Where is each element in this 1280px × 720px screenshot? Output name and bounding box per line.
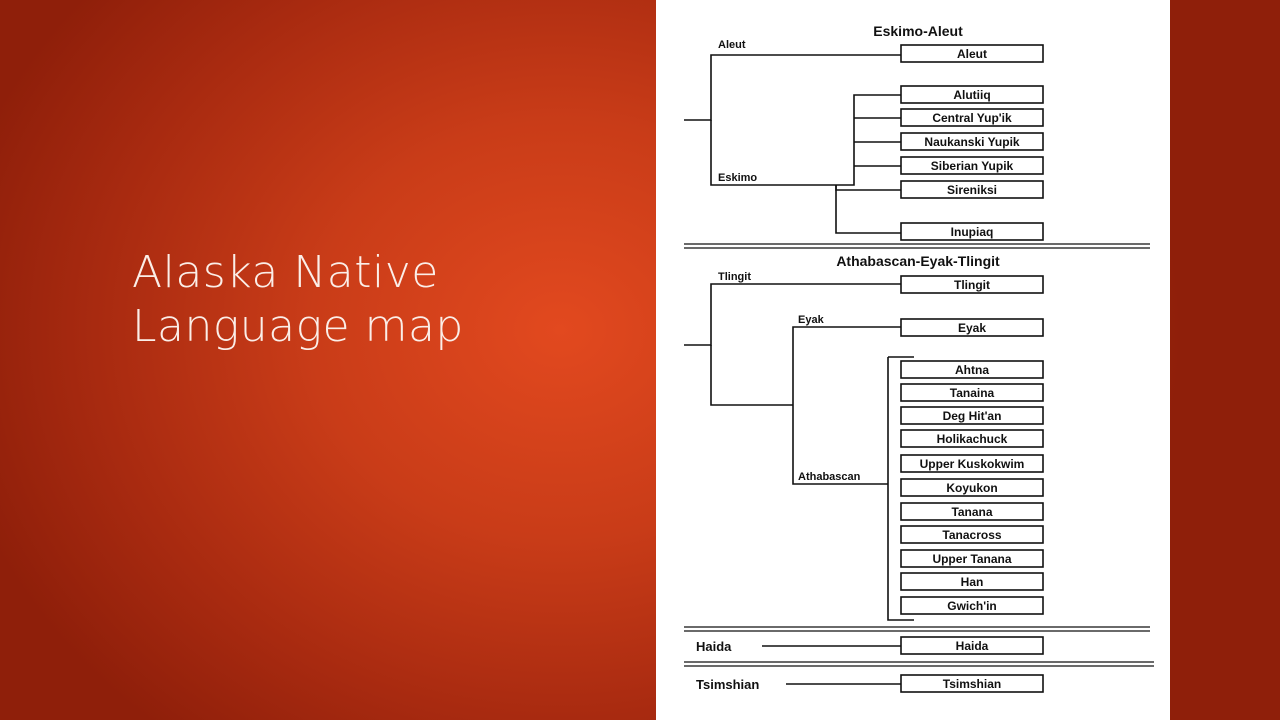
language-node-tanacross: Tanacross — [900, 525, 1044, 544]
branch-label-eyak: Eyak — [798, 314, 825, 326]
language-label: Ahtna — [955, 363, 989, 377]
language-node-central-yupik: Central Yup'ik — [900, 108, 1044, 127]
language-node-ahtna: Ahtna — [900, 360, 1044, 379]
language-label: Han — [961, 575, 984, 589]
language-node-holikachuck: Holikachuck — [900, 429, 1044, 448]
language-label: Eyak — [958, 321, 986, 335]
language-label: Alutiiq — [953, 88, 990, 102]
language-node-han: Han — [900, 572, 1044, 591]
language-label: Haida — [956, 639, 989, 653]
language-node-koyukon: Koyukon — [900, 478, 1044, 497]
language-label: Koyukon — [946, 481, 997, 495]
language-boxes: Aleut Alutiiq Central Yup'ik Naukanski Y… — [900, 44, 1044, 693]
section-dividers — [684, 243, 1154, 667]
language-node-inupiaq: Inupiaq — [900, 222, 1044, 241]
slide-title-line-2: Language map — [132, 301, 464, 352]
language-node-tanana: Tanana — [900, 502, 1044, 521]
language-node-alutiiq: Alutiiq — [900, 85, 1044, 104]
language-label: Tanacross — [942, 528, 1001, 542]
language-tree-diagram: Eskimo-Aleut Athabascan-Eyak-Tlingit Ale… — [656, 0, 1170, 720]
branch-label-aleut: Aleut — [718, 39, 746, 51]
slide-title: Alaska Native Language map — [132, 246, 632, 354]
language-label: Tsimshian — [943, 677, 1001, 691]
branch-label-tlingit: Tlingit — [718, 271, 751, 283]
language-tree-svg: Eskimo-Aleut Athabascan-Eyak-Tlingit Ale… — [684, 23, 1154, 693]
language-label: Aleut — [957, 47, 987, 61]
language-node-tanaina: Tanaina — [900, 383, 1044, 402]
language-label: Central Yup'ik — [932, 111, 1012, 125]
language-node-eyak: Eyak — [900, 318, 1044, 337]
language-node-aleut: Aleut — [900, 44, 1044, 63]
section-label-athabascan-eyak-tlingit: Athabascan-Eyak-Tlingit — [836, 253, 1000, 269]
language-node-upper-tanana: Upper Tanana — [900, 549, 1044, 568]
tree-lines — [684, 54, 914, 685]
language-node-gwichin: Gwich'in — [900, 596, 1044, 615]
language-label: Holikachuck — [937, 432, 1008, 446]
language-node-tsimshian: Tsimshian — [900, 674, 1044, 693]
branch-label-haida: Haida — [696, 639, 732, 654]
language-label: Naukanski Yupik — [924, 135, 1019, 149]
language-label: Gwich'in — [947, 599, 997, 613]
language-label: Tlingit — [954, 278, 990, 292]
slide-title-line-1: Alaska Native — [132, 247, 439, 298]
language-label: Tanana — [951, 505, 992, 519]
section-label-eskimo-aleut: Eskimo-Aleut — [873, 23, 963, 39]
language-node-deg-hitan: Deg Hit'an — [900, 406, 1044, 425]
language-label: Inupiaq — [951, 225, 994, 239]
language-label: Deg Hit'an — [943, 409, 1002, 423]
language-node-upper-kuskokwim: Upper Kuskokwim — [900, 454, 1044, 473]
language-node-sireniksi: Sireniksi — [900, 180, 1044, 199]
branch-label-eskimo: Eskimo — [718, 172, 757, 184]
language-node-haida: Haida — [900, 636, 1044, 655]
language-label: Sireniksi — [947, 183, 997, 197]
language-node-tlingit: Tlingit — [900, 275, 1044, 294]
branch-label-athabascan: Athabascan — [798, 471, 861, 483]
language-node-siberian-yupik: Siberian Yupik — [900, 156, 1044, 175]
language-label: Tanaina — [950, 386, 995, 400]
branch-label-tsimshian: Tsimshian — [696, 677, 759, 692]
language-label: Upper Tanana — [932, 552, 1011, 566]
language-label: Upper Kuskokwim — [920, 457, 1025, 471]
language-node-naukanski-yupik: Naukanski Yupik — [900, 132, 1044, 151]
language-label: Siberian Yupik — [931, 159, 1014, 173]
